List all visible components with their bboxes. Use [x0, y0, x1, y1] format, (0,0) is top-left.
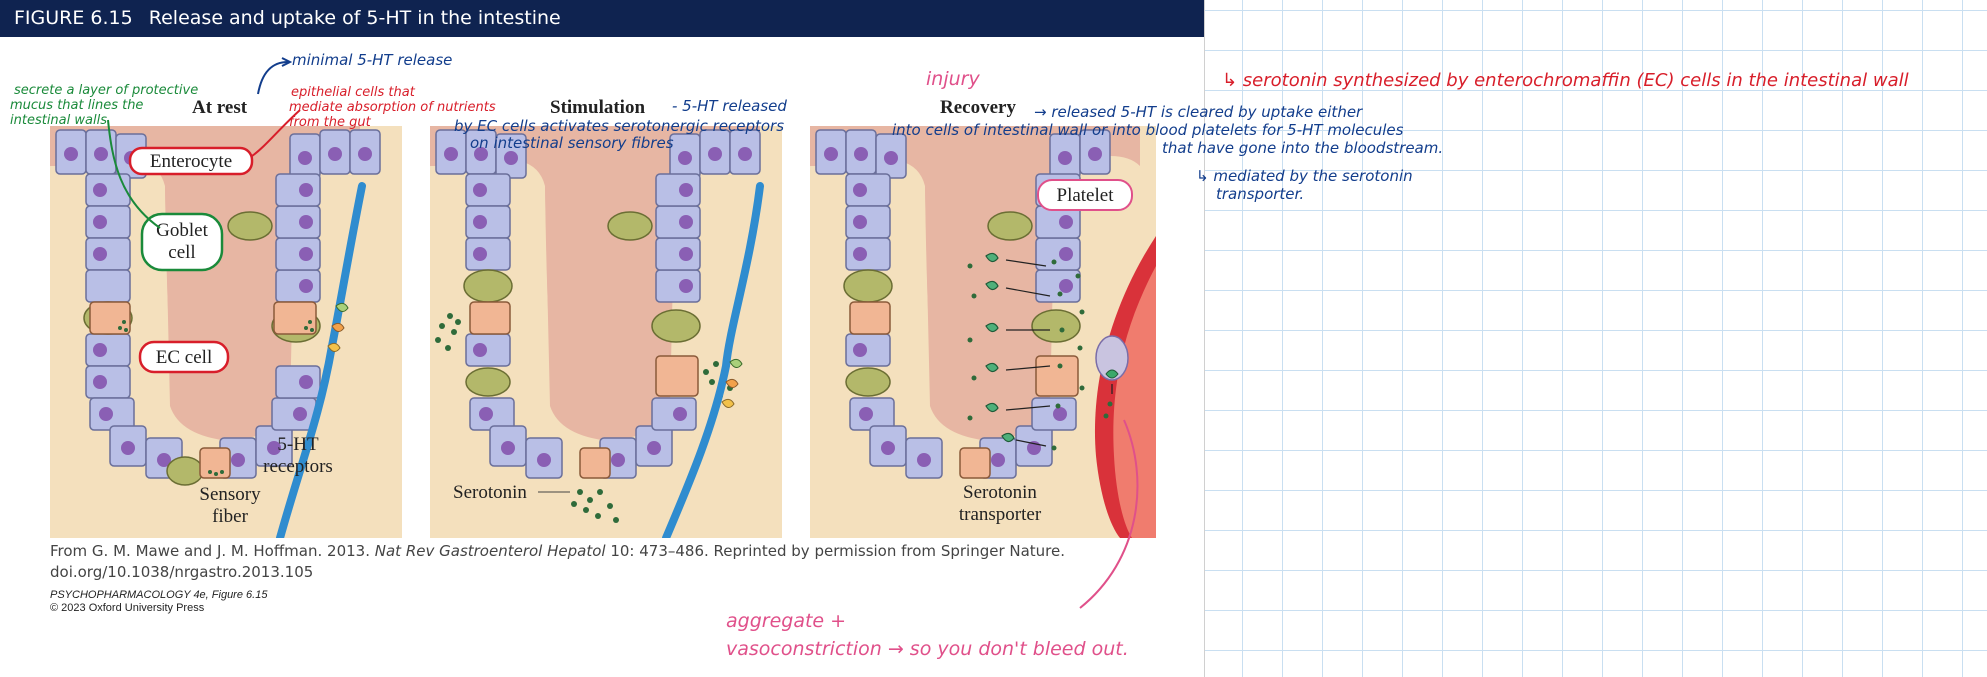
label-goblet-1: Goblet: [156, 220, 208, 241]
figure-number: FIGURE 6.15: [14, 7, 133, 29]
label-transporter-1: Serotonin: [963, 482, 1037, 503]
note-enterocyte-3: from the gut: [289, 115, 371, 130]
credit-journal: Nat Rev Gastroenterol Hepatol: [374, 542, 606, 560]
label-receptors: receptors: [263, 456, 333, 477]
panel-recovery-illustration: Platelet Serotonin transporter: [810, 126, 1156, 538]
note-aggregate-1: aggregate +: [726, 610, 847, 632]
book-citation: PSYCHOPHARMACOLOGY 4e, Figure 6.15 © 202…: [50, 589, 267, 615]
note-injury: injury: [926, 68, 980, 90]
book-line-1: PSYCHOPHARMACOLOGY 4e, Figure 6.15: [50, 589, 268, 601]
note-recovery-3: that have gone into the bloodstream.: [1162, 139, 1444, 157]
label-transporter-2: transporter: [959, 504, 1042, 525]
note-stimulation-3: on intestinal sensory fibres: [470, 134, 674, 152]
note-enterocyte-1: epithelial cells that: [291, 85, 415, 100]
note-recovery-4: ↳ mediated by the serotonin: [1196, 167, 1413, 185]
label-serotonin-stim: Serotonin: [453, 482, 527, 503]
notebook-grid-paper: [1204, 0, 1987, 677]
note-goblet-1: secrete a layer of protective: [14, 83, 199, 98]
note-recovery-2: into cells of intestinal wall or into bl…: [892, 121, 1404, 139]
credit-prefix: From G. M. Mawe and J. M. Hoffman. 2013.: [50, 542, 370, 560]
note-goblet-2: mucus that lines the: [10, 98, 144, 113]
panel-stimulation: Serotonin: [430, 126, 782, 538]
figure-title: Release and uptake of 5-HT in the intest…: [148, 7, 561, 29]
label-sensory: Sensory: [199, 484, 261, 505]
label-ec-cell: EC cell: [156, 347, 212, 368]
credit-rest: 10: 473–486. Reprinted by permission fro…: [610, 542, 1066, 560]
figure-credit: From G. M. Mawe and J. M. Hoffman. 2013.…: [50, 541, 1150, 583]
note-recovery-1: → released 5-HT is cleared by uptake eit…: [1034, 103, 1363, 121]
label-5ht: 5-HT: [277, 434, 319, 455]
label-fiber: fiber: [212, 506, 249, 527]
label-goblet-2: cell: [168, 242, 195, 263]
note-stimulation-1: - 5-HT released: [672, 97, 787, 115]
panel-title-stimulation: Stimulation: [550, 97, 646, 118]
panel-title-recovery: Recovery: [940, 97, 1016, 118]
figure-card: FIGURE 6.15 Release and uptake of 5-HT i…: [0, 0, 1205, 677]
panel-stimulation-illustration: Serotonin: [430, 126, 782, 538]
note-goblet-3: intestinal walls: [10, 113, 107, 128]
note-stimulation-2: by EC cells activates serotonergic recep…: [454, 117, 785, 135]
figure-header: FIGURE 6.15 Release and uptake of 5-HT i…: [0, 0, 1204, 37]
credit-doi: doi.org/10.1038/nrgastro.2013.105: [50, 563, 314, 581]
panel-at-rest: Enterocyte Goblet cell EC cell 5-HT rece…: [50, 126, 402, 538]
label-enterocyte: Enterocyte: [150, 151, 232, 172]
panel-title-at-rest: At rest: [192, 97, 248, 118]
panel-at-rest-illustration: Enterocyte Goblet cell EC cell 5-HT rece…: [50, 126, 402, 538]
label-platelet: Platelet: [1057, 185, 1115, 206]
note-aggregate-2: vasoconstriction → so you don't bleed ou…: [726, 638, 1129, 660]
note-recovery-5: transporter.: [1216, 185, 1305, 203]
note-minimal-release: minimal 5-HT release: [292, 51, 453, 69]
note-enterocyte-2: mediate absorption of nutrients: [289, 100, 496, 115]
book-line-2: © 2023 Oxford University Press: [50, 602, 205, 614]
note-synthesis: ↳ serotonin synthesized by enterochromaf…: [1222, 70, 1909, 91]
panel-recovery: Platelet Serotonin transporter: [810, 126, 1156, 538]
